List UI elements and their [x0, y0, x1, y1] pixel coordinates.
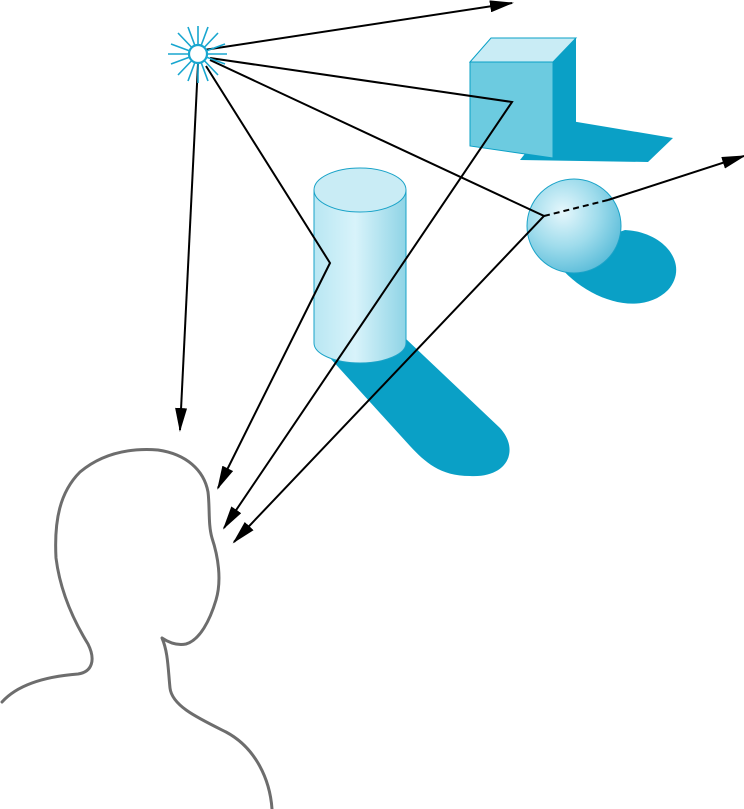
ray-miss-top — [203, 0, 514, 51]
ray-direct-to-viewer — [175, 63, 199, 432]
cylinder-shadow — [330, 338, 510, 477]
ray-exit-sphere — [607, 155, 744, 201]
sphere-body — [526, 178, 622, 274]
cylinder-body — [313, 189, 407, 364]
light-source — [168, 26, 227, 83]
ray-through-sphere-dashed — [543, 199, 609, 217]
viewer-head — [0, 448, 274, 809]
light-source-core — [187, 43, 209, 65]
ray-via-cylinder — [205, 65, 332, 490]
ray-via-cube — [209, 57, 514, 530]
cylinder-top — [313, 167, 407, 213]
light-rays — [175, 0, 744, 544]
cube-side-face — [553, 38, 576, 158]
cube-front-face — [469, 61, 554, 159]
sphere — [526, 178, 622, 274]
cylinder — [313, 167, 407, 364]
